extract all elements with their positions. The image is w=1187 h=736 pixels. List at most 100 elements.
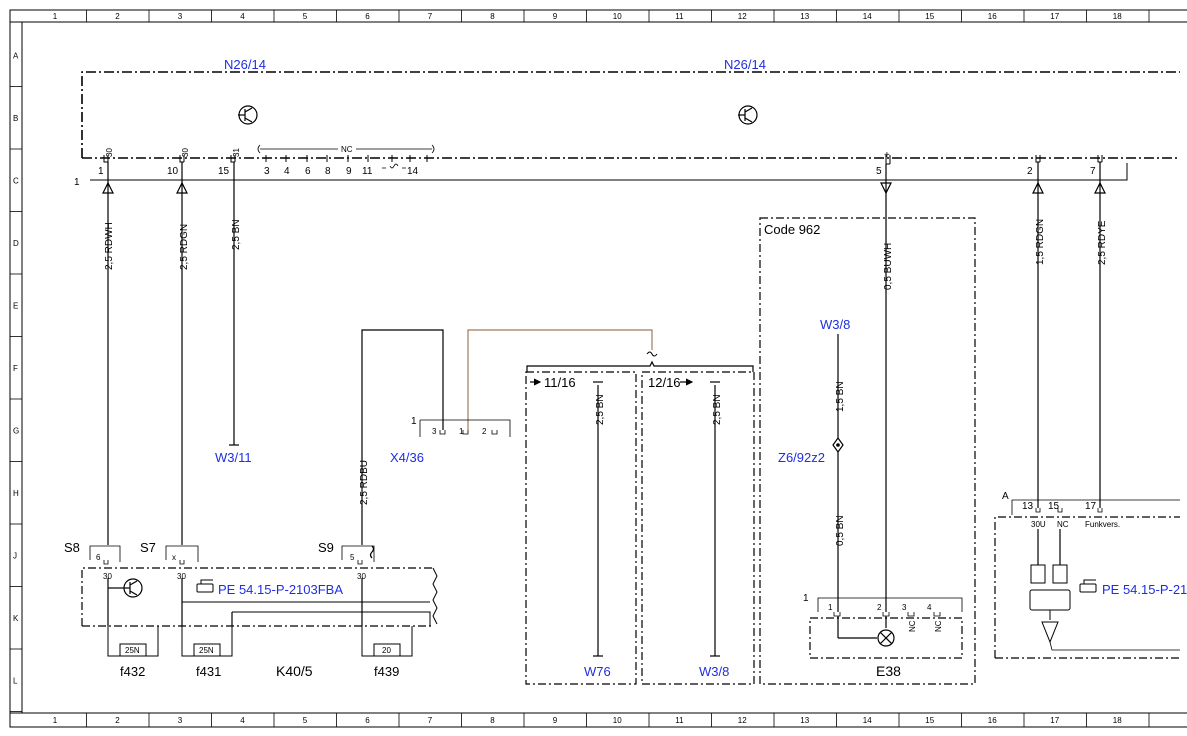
pin-3: 3: [264, 166, 270, 177]
e38-pin-4: 4: [927, 603, 932, 612]
wire-label-buwh: 0,5 BUWH: [883, 243, 894, 290]
grid-column-label: 11: [675, 716, 684, 725]
grid-column-label: 18: [1113, 716, 1122, 725]
grid-row-label: B: [13, 114, 18, 123]
grid-column-label: 11: [675, 12, 684, 21]
grid-column-label: 8: [490, 716, 495, 725]
pin-a17: 17: [1085, 501, 1097, 512]
lamp-icon: [877, 629, 895, 647]
fuse-f431-value: 25N: [199, 646, 214, 655]
pin-funkvers: Funkvers.: [1085, 520, 1120, 529]
connector-a-label: A: [1002, 491, 1009, 502]
k40-pin-30-a: 30: [103, 572, 112, 581]
grid-row-label: J: [13, 551, 17, 560]
k40-5-label: K40/5: [276, 663, 313, 679]
grid-row-label: H: [13, 489, 19, 498]
code-962-label: Code 962: [764, 222, 820, 237]
grid-column-label: 1: [53, 12, 58, 21]
s7-label: S7: [140, 540, 156, 555]
grid-ruler: 1122334455667788991010111112121313141415…: [10, 10, 1150, 727]
s7-pin: x: [172, 553, 176, 562]
x4-36-pin-2: 2: [482, 427, 487, 436]
pin-7: 7: [1090, 166, 1096, 177]
e38-nc-1: NC: [908, 620, 917, 632]
grid-column-label: 5: [303, 12, 308, 21]
fuse-f439-value: 20: [382, 646, 391, 655]
grid-column-label: 6: [365, 716, 370, 725]
transistor-icon: [238, 105, 258, 125]
grid-column-label: 16: [988, 12, 997, 21]
z6-label: Z6/92z2: [778, 450, 825, 465]
e38-pin-1: 1: [828, 603, 833, 612]
pin-13: 13: [1022, 501, 1034, 512]
grid-column-label: 3: [178, 716, 183, 725]
grid-column-label: 2: [115, 716, 120, 725]
grid-row-label: C: [13, 176, 19, 185]
x4-36-pin1-label: 1: [411, 416, 417, 427]
grid-column-label: 16: [988, 716, 997, 725]
e38-pin-2: 2: [877, 603, 882, 612]
grid-column-label: 1: [53, 716, 58, 725]
pin-2: 2: [1027, 166, 1033, 177]
s8-pin: 6: [96, 553, 101, 562]
n26-14-label-left: N26/14: [224, 57, 266, 72]
grid-column-label: 17: [1050, 716, 1059, 725]
grid-column-label: 4: [240, 12, 245, 21]
pin-9: 9: [346, 166, 352, 177]
e38-pin-3: 3: [902, 603, 907, 612]
x4-36-pin-1: 1: [459, 427, 464, 436]
grid-column-label: 6: [365, 12, 370, 21]
grid-column-label: 4: [240, 716, 245, 725]
e38-conn-label: 1: [803, 593, 809, 604]
k40-pin-30-c: 30: [357, 572, 366, 581]
reference-group: [525, 351, 755, 685]
pin-8: 8: [325, 166, 331, 177]
pin-a15: 15: [1048, 501, 1060, 512]
pin-14: 14: [407, 166, 419, 177]
wire-label-1-5-rdgn: 1,5 RDGN: [1035, 219, 1046, 265]
grid-column-label: 12: [738, 716, 747, 725]
grid-column-label: 3: [178, 12, 183, 21]
grid-column-label: 2: [115, 12, 120, 21]
x4-36-pin-3: 3: [432, 427, 437, 436]
fuse-f432-value: 25N: [125, 646, 140, 655]
pin-plus: +: [884, 150, 890, 161]
grid-row-label: D: [13, 239, 19, 248]
connector-1-label: 1: [74, 177, 80, 188]
e38-label: E38: [876, 663, 901, 679]
grid-column-label: 14: [863, 716, 872, 725]
connector-a-section: [994, 162, 1180, 659]
fuse-block: [107, 626, 413, 657]
pin-nc-a: NC: [1057, 520, 1069, 529]
f432-label: f432: [120, 664, 145, 679]
f439-label: f439: [374, 664, 399, 679]
pin-11: 11: [362, 166, 373, 177]
code-962-box: [759, 164, 976, 685]
k40-5-module: [81, 545, 438, 627]
grid-row-label: K: [13, 614, 19, 623]
pin-30-a: 30: [105, 148, 114, 157]
grid-row-label: A: [13, 51, 19, 60]
connector-strip: 1 1 10 15 3 4 6 8 9 11 14 5 2 7: [74, 163, 1128, 188]
grid-column-label: 12: [738, 12, 747, 21]
grid-column-label: 7: [428, 12, 433, 21]
wire-label-0-5-bn: 0,5 BN: [835, 515, 846, 546]
grid-row-label: G: [13, 426, 19, 435]
grid-column-label: 15: [925, 716, 934, 725]
n26-14-control-unit: N26/14 N26/14 NC: [81, 57, 1180, 165]
frame: [9, 9, 1187, 728]
pin-30-b: 30: [181, 148, 190, 157]
reference-link-left[interactable]: PE 54.15-P-2103FBA: [218, 582, 343, 597]
grid-column-label: 7: [428, 716, 433, 725]
x4-36-connector: [361, 329, 653, 545]
grid-row-label: L: [13, 676, 18, 685]
grid-row-label: E: [13, 301, 18, 310]
reference-link-right[interactable]: PE 54.15-P-2103FBA: [1102, 582, 1187, 597]
transistor-icon: [122, 578, 143, 598]
wire-label-rdwh: 2,5 RDWH: [104, 222, 115, 270]
pin-10: 10: [167, 166, 179, 177]
grid-column-label: 9: [553, 716, 558, 725]
wire-label-rdbu: 2,5 RDBU: [359, 460, 370, 505]
grid-row-label: F: [13, 364, 18, 373]
